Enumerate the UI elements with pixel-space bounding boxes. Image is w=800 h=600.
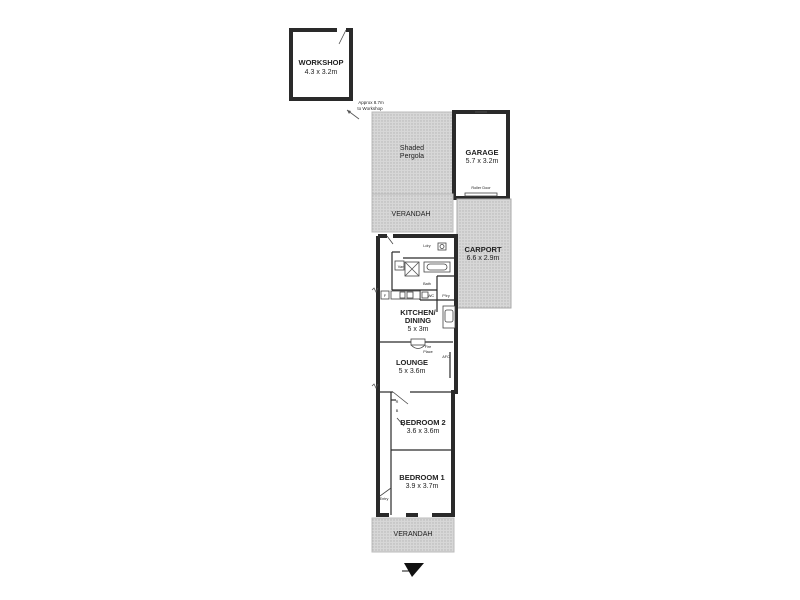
bath-label: Bath bbox=[423, 282, 431, 286]
bedroom-1-label: BEDROOM 1 bbox=[399, 473, 444, 482]
carport-area: CARPORT 6.6 x 2.9m bbox=[456, 198, 512, 309]
fireplace-label-1: Fire bbox=[425, 345, 432, 349]
wc-label: WC bbox=[428, 294, 435, 298]
lounge-label: LOUNGE bbox=[396, 358, 428, 367]
kitchen-lounge-divider: Fire Place bbox=[378, 338, 453, 354]
laundry-label: Ldry bbox=[423, 244, 430, 248]
front-verandah-label: VERANDAH bbox=[394, 531, 433, 538]
lounge-size: 5 x 3.6m bbox=[399, 368, 426, 375]
workshop-label: WORKSHOP bbox=[299, 58, 344, 67]
wet-areas: Ldry Van Bath WC P'try bbox=[391, 242, 456, 312]
distance-line-2: to Workshop bbox=[357, 106, 383, 111]
roller-door-label: Roller Door bbox=[471, 186, 491, 190]
front-verandah-area: VERANDAH bbox=[371, 517, 455, 553]
bedroom-1-size: 3.9 x 3.7m bbox=[406, 483, 439, 490]
bedroom-1-room: BEDROOM 1 3.9 x 3.7m Entry bbox=[380, 449, 453, 515]
bedroom-2-size: 3.6 x 3.6m bbox=[407, 428, 440, 435]
vanity-label: Van bbox=[398, 265, 404, 269]
workshop-size: 4.3 x 3.2m bbox=[305, 69, 338, 76]
rear-verandah-area: VERANDAH bbox=[371, 193, 454, 233]
workshop-distance-annotation: Approx 8.7m to Workshop bbox=[346, 100, 384, 120]
garage-room: GARAGE 5.7 x 3.2m Roller Door bbox=[452, 110, 510, 200]
garage-label: GARAGE bbox=[466, 148, 499, 157]
robe-r-label: R bbox=[396, 400, 399, 404]
entry-label: Entry bbox=[380, 497, 389, 501]
north-arrow-icon bbox=[402, 563, 424, 577]
rear-verandah-label: VERANDAH bbox=[392, 211, 431, 218]
kitchen-size: 5 x 3m bbox=[407, 326, 428, 333]
fridge-label: F bbox=[384, 294, 387, 298]
distance-line-1: Approx 8.7m bbox=[358, 100, 384, 105]
fireplace-label-2: Place bbox=[423, 350, 433, 354]
bedroom-2-room: R B BEDROOM 2 3.6 x 3.6m bbox=[378, 391, 453, 450]
bedroom-2-label: BEDROOM 2 bbox=[400, 418, 445, 427]
robe-b-label: B bbox=[396, 409, 399, 413]
kitchen-dining-room: F KITCHEN/ DINING 5 x 3m bbox=[371, 287, 456, 333]
house-outline bbox=[376, 234, 458, 517]
carport-size: 6.6 x 2.9m bbox=[467, 255, 500, 262]
pergola-label-1: Shaded bbox=[400, 145, 424, 152]
pantry-label: P'try bbox=[442, 294, 450, 298]
pergola-label-2: Pergola bbox=[400, 153, 424, 160]
lounge-room: AFC LOUNGE 5 x 3.6m bbox=[371, 352, 451, 389]
shaded-pergola-area: Shaded Pergola bbox=[371, 111, 454, 195]
garage-size: 5.7 x 3.2m bbox=[466, 158, 499, 165]
kitchen-label-1: KITCHEN/ bbox=[400, 308, 436, 317]
workshop-room: WORKSHOP 4.3 x 3.2m bbox=[289, 28, 353, 101]
carport-label: CARPORT bbox=[464, 245, 502, 254]
kitchen-label-2: DINING bbox=[405, 316, 431, 325]
afc-label: AFC bbox=[442, 355, 450, 359]
